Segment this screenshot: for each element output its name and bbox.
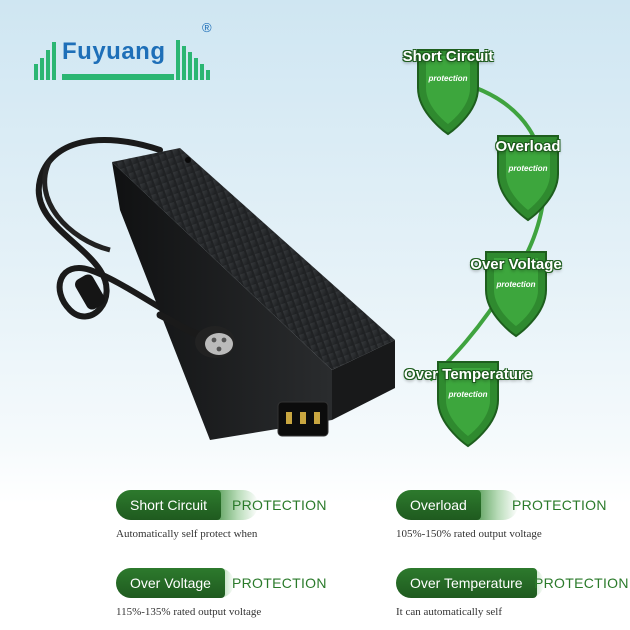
feature-description: Automatically self protect when — [116, 528, 258, 540]
shield-icon — [485, 251, 547, 338]
feature-suffix: PROTECTION — [534, 575, 629, 591]
badge-subtitle: protection — [448, 390, 488, 399]
feature-label: Over Voltage — [116, 568, 225, 598]
feature-description: 115%-135% rated output voltage — [116, 606, 262, 618]
adapter-end — [332, 340, 395, 420]
registered-mark: ® — [202, 20, 212, 35]
badge-subtitle: protection — [428, 74, 468, 83]
badge-over-voltage: Over Voltage protection — [456, 246, 576, 346]
feature-label: Short Circuit — [116, 490, 222, 520]
feature-description: 105%-150% rated output voltage — [396, 528, 542, 540]
feature-suffix: PROTECTION — [232, 497, 327, 513]
feature-label: Over Temperature — [396, 568, 537, 598]
ferrite-core — [75, 274, 105, 310]
feature-description: It can automatically self — [396, 606, 502, 618]
shield-icon — [417, 49, 479, 136]
adapter-side — [112, 162, 332, 440]
feature-suffix: PROTECTION — [232, 575, 327, 591]
feature-over-temperature: Over Temperature PROTECTION It can autom… — [396, 568, 630, 628]
badge-title: Over Temperature — [403, 366, 533, 383]
adapter-top — [112, 148, 395, 370]
logo-bars-graphic — [34, 26, 224, 84]
brand-logo: Fuyuang ® — [34, 20, 224, 84]
feature-over-voltage: Over Voltage PROTECTION 115%-135% rated … — [116, 568, 366, 628]
badge-title: Overload — [495, 138, 561, 155]
led-indicator — [185, 157, 191, 163]
badge-title: Over Voltage — [470, 256, 562, 273]
shield-icon — [497, 135, 559, 222]
feature-overload: Overload PROTECTION 105%-150% rated outp… — [396, 490, 630, 550]
feature-suffix: PROTECTION — [512, 497, 607, 513]
feature-short-circuit: Short Circuit PROTECTION Automatically s… — [116, 490, 366, 550]
feature-label: Overload — [396, 490, 481, 520]
badge-overload: Overload protection — [468, 130, 588, 230]
badge-short-circuit: Short Circuit protection — [388, 44, 508, 144]
power-adapter-illustration — [35, 137, 395, 440]
badge-subtitle: protection — [508, 164, 548, 173]
badge-subtitle: protection — [496, 280, 536, 289]
badge-title: Short Circuit — [402, 48, 494, 65]
brand-name: Fuyuang — [62, 38, 166, 65]
shield-icon — [437, 361, 499, 448]
badge-over-temperature: Over Temperature protection — [404, 356, 532, 456]
